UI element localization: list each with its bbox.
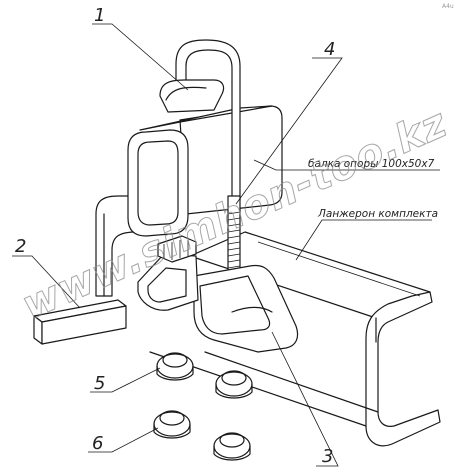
callout-5: 5 bbox=[94, 373, 105, 394]
caption-kit: Ланжерон комплекта bbox=[317, 208, 438, 220]
callout-6: 6 bbox=[92, 433, 103, 454]
lower-clamp bbox=[137, 235, 299, 353]
caption-beam: балка опоры 100x50x7 bbox=[308, 158, 435, 170]
leader-lines bbox=[12, 23, 440, 467]
callout-3: 3 bbox=[322, 446, 333, 467]
channel-beam bbox=[149, 231, 441, 447]
threaded-rod bbox=[227, 195, 241, 273]
nut-6b bbox=[213, 432, 251, 461]
nut-5b bbox=[215, 370, 253, 399]
callout-1: 1 bbox=[94, 5, 105, 26]
nut-6a bbox=[153, 410, 191, 439]
callout-2: 2 bbox=[15, 236, 26, 257]
callout-4: 4 bbox=[324, 39, 335, 60]
spacer-block bbox=[33, 299, 127, 345]
corner-mark: A4u bbox=[442, 3, 454, 10]
nut-5a bbox=[156, 352, 194, 381]
box-beam bbox=[127, 105, 283, 237]
